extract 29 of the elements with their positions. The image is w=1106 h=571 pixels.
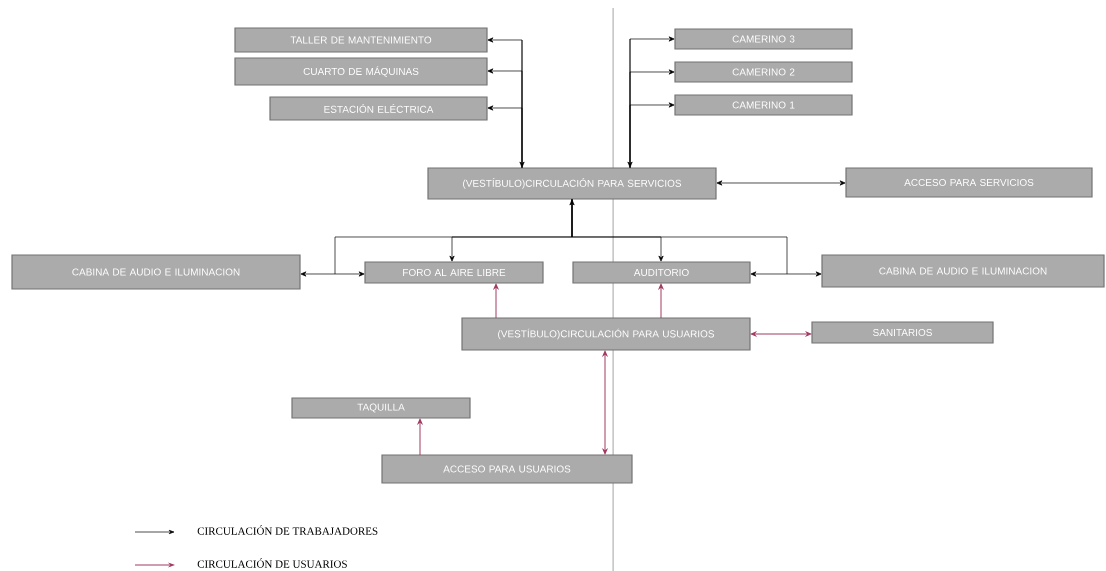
room-box: (VESTÍBULO)CIRCULACIÓN PARA USUARIOS	[461, 317, 751, 351]
arrow	[334, 271, 365, 277]
room-box: CAMERINO 1	[674, 94, 853, 116]
room-box: ACCESO PARA SERVICIOS	[845, 167, 1093, 198]
room-box: CAMERINO 2	[674, 61, 853, 83]
room-box: TAQUILLA	[291, 397, 471, 419]
room-box: ACCESO PARA USUARIOS	[381, 454, 633, 484]
arrow	[716, 180, 846, 186]
room-box: CABINA DE AUDIO E ILUMINACION	[821, 254, 1105, 288]
room-box: (VESTÍBULO)CIRCULACIÓN PARA SERVICIOS	[427, 167, 717, 200]
arrow	[629, 102, 675, 169]
arrow	[602, 350, 608, 455]
arrow	[750, 331, 812, 337]
room-box: SANITARIOS	[811, 321, 994, 344]
arrow	[493, 283, 499, 319]
arrow	[750, 271, 788, 277]
arrow	[417, 418, 423, 456]
room-box: FORO AL AIRE LIBRE	[364, 261, 544, 284]
legend-text: CIRCULACIÓN DE TRABAJADORES	[197, 525, 378, 535]
arrow	[571, 198, 822, 277]
arrow	[658, 283, 664, 319]
room-box: CAMERINO 3	[674, 28, 853, 50]
room-box: CABINA DE AUDIO E ILUMINACION	[11, 254, 301, 290]
room-box: ESTACIÓN ELÉCTRICA	[269, 96, 488, 121]
legend-text: CIRCULACIÓN DE USUARIOS	[197, 558, 347, 568]
room-box: AUDITORIO	[572, 261, 751, 284]
arrow	[487, 105, 523, 169]
room-box: TALLER DE MANTENIMIENTO	[234, 27, 488, 53]
room-box: CUARTO DE MÁQUINAS	[234, 57, 488, 86]
